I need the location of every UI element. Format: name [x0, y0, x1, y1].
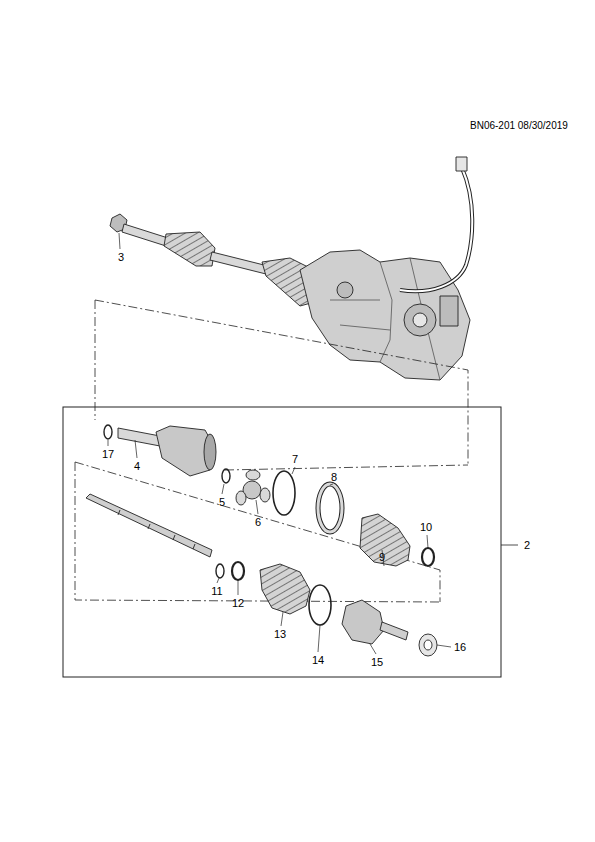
- callout-number: 9: [379, 552, 385, 563]
- callout-number: 10: [420, 522, 432, 533]
- intermediate-shaft: [86, 494, 212, 557]
- tulip-stem: [118, 428, 160, 446]
- connector: [456, 157, 467, 171]
- callout-number: 7: [292, 454, 298, 465]
- callout-number: 11: [211, 586, 222, 597]
- callout-number: 2: [524, 540, 530, 551]
- callout-number: 14: [312, 655, 324, 666]
- callout-number: 8: [331, 472, 337, 483]
- outer-boot: [164, 232, 215, 266]
- callout-number: 12: [232, 598, 244, 609]
- callout-number: 13: [274, 629, 286, 640]
- callout-number: 6: [255, 517, 261, 528]
- callout-number: 15: [371, 657, 383, 668]
- drive-unit: [300, 250, 470, 380]
- outer-boot: [260, 564, 310, 614]
- callout-number: 5: [219, 497, 225, 508]
- callout-number: 17: [102, 449, 114, 460]
- callout-number: 3: [118, 252, 124, 263]
- stub-shaft: [122, 224, 168, 246]
- drawing-code: BN06-201 08/30/2019: [470, 121, 568, 131]
- callout-number: 16: [454, 642, 466, 653]
- outer-joint: [342, 600, 384, 644]
- inner-boot: [360, 514, 410, 566]
- callout-number: 4: [134, 461, 140, 472]
- axle-bar: [210, 252, 268, 274]
